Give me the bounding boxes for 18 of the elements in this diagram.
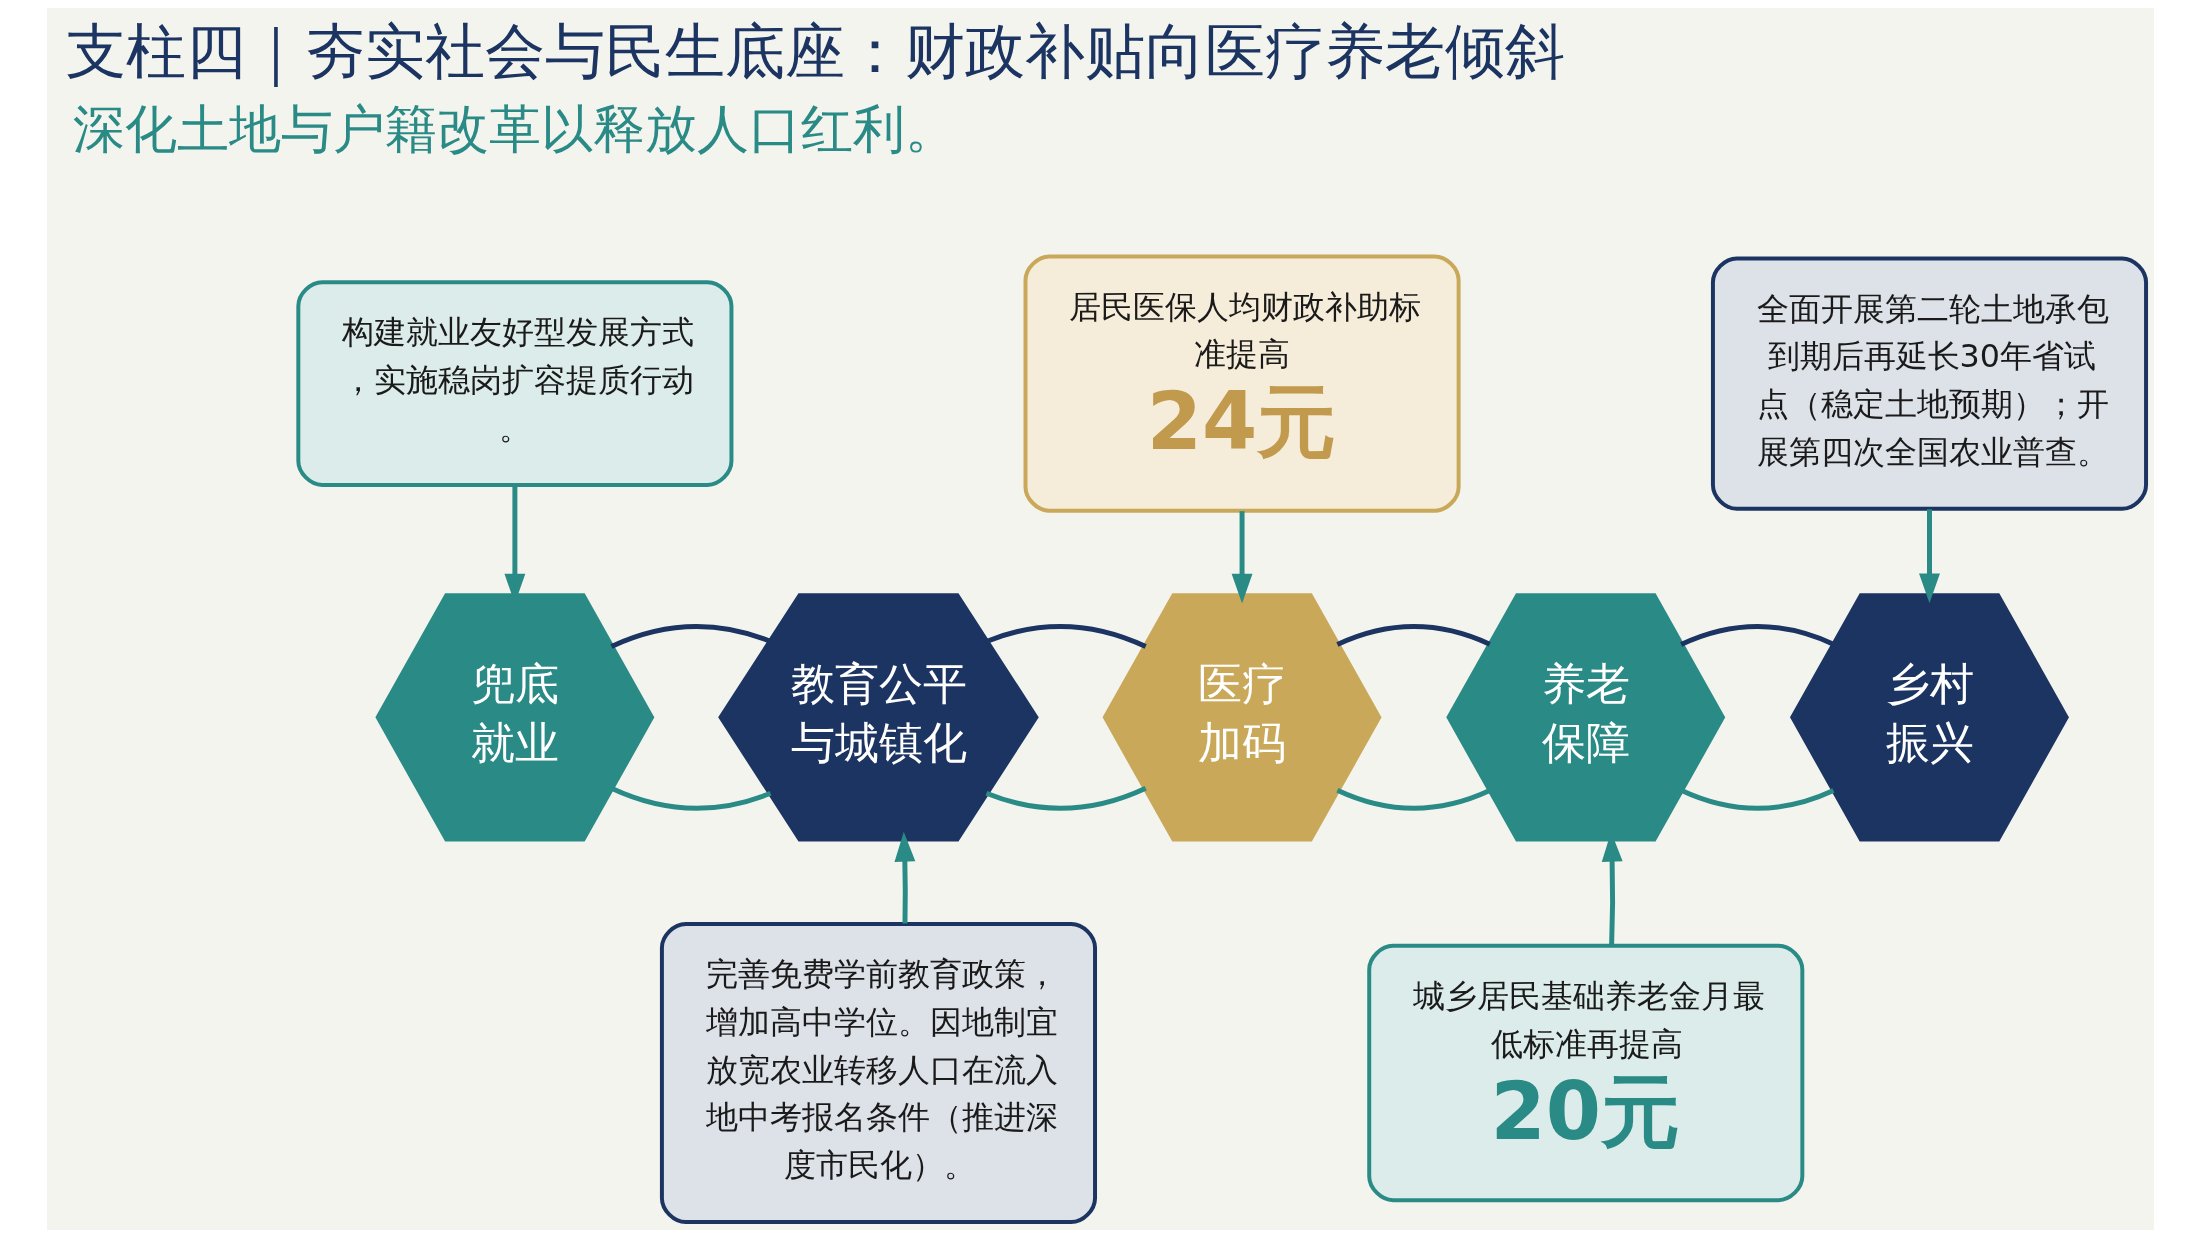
diagram-title: 支柱四｜夯实社会与民生底座：财政补贴向医疗养老倾斜 [65, 16, 1565, 86]
connector [985, 624, 1147, 649]
node-box: 完善免费学前教育政策，增加高中学位。因地制宜放宽农业转移人口在流入地中考报名条件（推进深度市民化）。 [659, 922, 1097, 1224]
connector [1335, 624, 1491, 647]
node-box: 全面开展第二轮土地承包到期后再延长30年省试点（稳定土地预期）；开展第四次全国农业普查。 [1710, 256, 2148, 511]
node-box: 构建就业友好型发展方式，实施稳岗扩容提质行动。 [295, 280, 733, 487]
connector [1679, 787, 1834, 811]
arrow [1231, 511, 1252, 604]
connector [1335, 787, 1491, 811]
connector [610, 786, 771, 811]
connector [610, 624, 771, 649]
node-box: 居民医保人均财政补助标准提高 24元 [1023, 254, 1461, 513]
arrow [1918, 509, 1940, 604]
node-box: 城乡居民基础养老金月最低标准再提高 20元 [1366, 943, 1804, 1203]
connector [1679, 624, 1834, 647]
label: 深化土地与户籍改革以释放人口红利。 [72, 98, 957, 159]
connector [985, 785, 1147, 811]
arrow [893, 831, 915, 924]
